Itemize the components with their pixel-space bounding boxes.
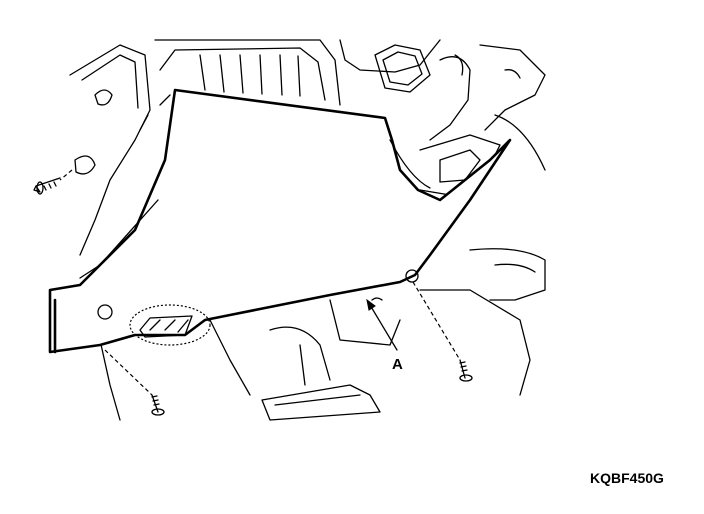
screw-icon <box>151 394 165 416</box>
screw-lower-right <box>412 281 473 382</box>
part-a-callout: A <box>366 298 403 373</box>
lower-crash-pad-panel <box>48 88 512 354</box>
part-a-label: A <box>392 356 403 373</box>
screw-lower-left <box>104 349 165 416</box>
screw-upper-left <box>33 169 73 195</box>
screw-icon <box>33 177 61 195</box>
clip-detail <box>129 304 211 346</box>
screw-icon <box>459 359 473 382</box>
floor-structure <box>99 248 546 421</box>
figure-code: KQBF450G <box>590 470 664 486</box>
